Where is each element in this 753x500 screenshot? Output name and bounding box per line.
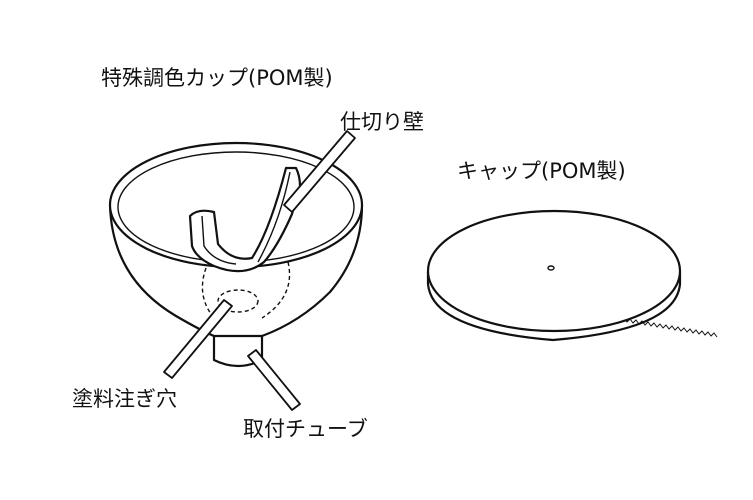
cap-center-hole xyxy=(547,265,555,271)
paint-pour-hole xyxy=(201,261,291,319)
cap xyxy=(426,209,718,342)
tube-leader xyxy=(247,349,301,411)
partition-label: 仕切り壁 xyxy=(340,110,424,134)
cap-label: キャップ(POM製) xyxy=(457,159,626,183)
cup-label: 特殊調色カップ(POM製) xyxy=(101,66,333,90)
pour-hole-leader xyxy=(163,299,233,379)
tube-label: 取付チューブ xyxy=(243,417,368,441)
cap-top xyxy=(426,209,682,333)
paint-hole-label: 塗料注ぎ穴 xyxy=(72,387,177,411)
partition-wall xyxy=(188,166,302,273)
mixing-cup xyxy=(108,141,364,368)
partition-leader xyxy=(283,130,356,213)
